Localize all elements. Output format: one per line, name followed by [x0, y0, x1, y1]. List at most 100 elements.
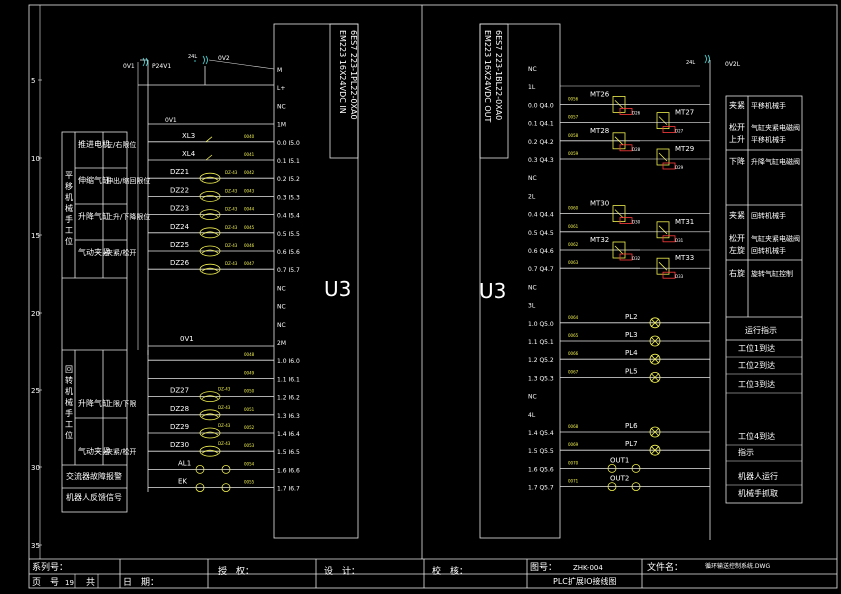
sensor-coil	[201, 195, 219, 199]
relay-output-tag: OUT1	[610, 456, 629, 464]
input-pin-label: 1.7 I6.7	[277, 486, 300, 493]
input-pin-label: 0.7 I5.7	[277, 267, 300, 274]
date-label: 日 期：	[123, 577, 159, 588]
ruler-tick-label: 20	[31, 310, 40, 318]
diode-tag: D26	[632, 110, 641, 115]
coil-slash	[614, 245, 624, 255]
file-name-value: 循环输送控制系统.DWG	[705, 562, 770, 570]
file-name-label: 文件名：	[647, 561, 683, 573]
indicator-lamp	[649, 444, 661, 456]
input-pin-label: NC	[277, 103, 286, 110]
wire-number: 0071	[568, 479, 579, 484]
sensor-coil	[201, 249, 219, 254]
input-pin-label: 1.0 I6.0	[277, 358, 300, 365]
table-action-label: 夹紧	[729, 210, 745, 220]
input-pin-label: 0.5 I5.5	[277, 231, 300, 238]
ruler-tick-label: 35	[31, 542, 40, 550]
lamp-cross	[650, 445, 660, 455]
lamp-tag: PL6	[625, 422, 638, 430]
lamp-cross	[650, 427, 660, 437]
sensor-coil	[201, 231, 219, 236]
group-title-char: 回	[65, 365, 73, 374]
coil-slash	[658, 152, 668, 162]
diode-box	[662, 235, 676, 243]
wire-to-M	[208, 59, 275, 70]
output-pin-label: 1.0 Q5.0	[528, 321, 554, 328]
drawing-number-value: ZHK-004	[573, 564, 603, 572]
diode-tag: D28	[632, 147, 641, 152]
group-title-char: 机	[65, 192, 73, 202]
diode-box	[619, 108, 633, 115]
table-function-label: 夹紧/松开	[106, 447, 136, 456]
input-device-tag: DZ27	[170, 387, 189, 395]
drawing-number-label: 图号：	[530, 562, 557, 573]
lamp-cross	[650, 318, 660, 328]
input-pin-label: NC	[277, 304, 286, 311]
coil-slash	[614, 100, 624, 109]
module-unit-label: U3	[479, 279, 506, 303]
table-device-label: 气动夹紧	[78, 446, 110, 456]
module-unit-label: U3	[324, 277, 351, 301]
sensor-code: DZ-43	[218, 423, 231, 428]
bus-0v1-label-2: 0V1	[180, 335, 194, 343]
input-pin-label: 1.2 I6.2	[277, 395, 300, 402]
table-target-label: 升降气缸电磁阀	[751, 157, 800, 166]
sensor-coil	[201, 395, 219, 399]
output-pin-label: 0.7 Q4.7	[528, 266, 554, 273]
diode-box	[619, 217, 633, 225]
supply-24l: 24L	[188, 54, 197, 60]
output-pin-label: NC	[528, 284, 537, 291]
output-pin-label: 2L	[528, 193, 536, 200]
output-pin-label: 0.5 Q4.5	[528, 230, 554, 237]
valve-tag: MT33	[675, 254, 694, 262]
wire-number: 0069	[568, 442, 579, 447]
ruler-tick-label: 25	[31, 387, 40, 395]
proximity-sensor-symbol	[199, 427, 221, 439]
output-pin-label: 0.2 Q4.2	[528, 139, 554, 146]
lamp-tag: PL7	[625, 440, 638, 448]
pushbutton-symbol	[221, 464, 231, 474]
group-title-char: 手	[65, 408, 73, 418]
input-pin-label: NC	[277, 322, 286, 329]
input-device-tag: XL3	[182, 132, 195, 140]
input-device-tag: DZ28	[170, 405, 189, 413]
output-description-table: 夹紧平移机械手松开气缸夹紧电磁阀上升平移机械手下降升降气缸电磁阀夹紧回转机械手松…	[725, 95, 803, 504]
proximity-sensor-symbol	[199, 245, 221, 257]
input-pin-label: 1.5 I6.5	[277, 449, 300, 456]
proximity-sensor-symbol	[199, 391, 221, 403]
valve-tag: MT29	[675, 145, 694, 153]
table-target-label: 气缸夹紧电磁阀	[751, 234, 800, 243]
table-function-label: 夹紧/松开	[106, 248, 136, 257]
table-function-label: 左/右限位	[106, 140, 136, 149]
table-device-label: 推进电机	[78, 139, 110, 149]
input-device-tag: DZ23	[170, 205, 189, 213]
proximity-sensor-symbol	[199, 445, 221, 457]
output-pin-label: 4L	[528, 412, 536, 419]
valve-tag: MT30	[590, 200, 609, 208]
total-pages-label: 共	[86, 577, 95, 588]
output-pin-label: 0.0 Q4.0	[528, 102, 554, 109]
sensor-coil	[201, 267, 219, 272]
wire-number: 0070	[568, 460, 579, 465]
input-pin-label: 0.1 I5.1	[277, 158, 300, 165]
output-pin-label: 1L	[528, 84, 536, 91]
output-pin-label: 1.2 Q5.2	[528, 357, 554, 364]
supply-0v1: 0V1	[123, 63, 135, 70]
input-module-body	[273, 23, 359, 539]
wire-number: 0062	[568, 242, 579, 247]
supply-p24v1: P24V1	[152, 63, 171, 70]
wire-number: 0059	[568, 151, 579, 156]
fuse-symbol	[142, 57, 148, 67]
group-title-char: 位	[65, 236, 73, 246]
sensor-code: DZ-43	[218, 405, 231, 410]
output-pin-label: 0.3 Q4.3	[528, 157, 554, 164]
sensor-code: DZ-43	[218, 441, 231, 446]
wire-number: 0054	[244, 461, 255, 466]
wire-number: 0047	[244, 261, 255, 266]
wire-number: 0057	[568, 115, 579, 120]
group-title-char: 手	[65, 214, 73, 224]
wire-number: 0050	[244, 389, 255, 394]
